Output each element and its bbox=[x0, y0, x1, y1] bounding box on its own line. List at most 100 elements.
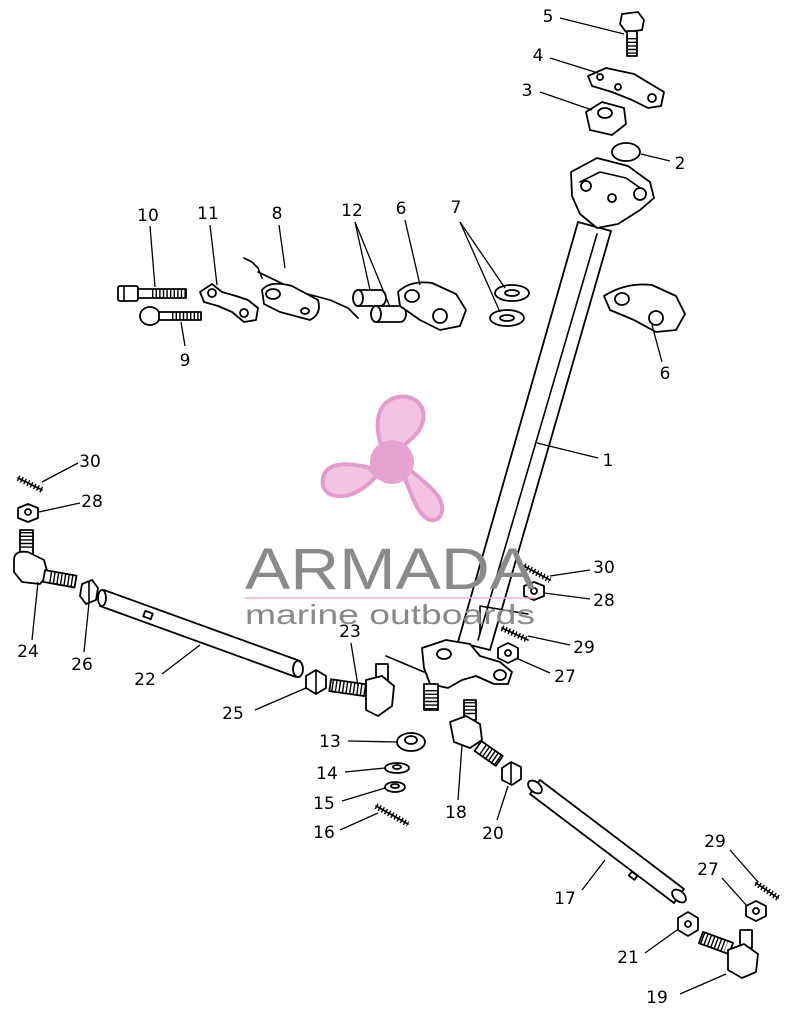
propeller-logo-icon bbox=[320, 394, 445, 523]
part-number-label: 20 bbox=[482, 824, 504, 844]
part-number-label: 23 bbox=[339, 622, 361, 642]
rod-flat bbox=[142, 609, 154, 621]
leader-line bbox=[581, 859, 606, 891]
part-number-label: 12 bbox=[341, 201, 363, 221]
part-clamp-6-left bbox=[397, 281, 467, 331]
propeller-blade bbox=[401, 467, 445, 523]
plate-body bbox=[587, 67, 665, 109]
column-shaft-end bbox=[423, 683, 439, 711]
part-number-label: 1 bbox=[603, 451, 614, 471]
part-lever-8 bbox=[243, 257, 359, 321]
leader-lines bbox=[31, 17, 759, 995]
part-number-label: 24 bbox=[17, 642, 39, 662]
part-number-label: 13 bbox=[319, 732, 341, 752]
part-number-label: 28 bbox=[593, 591, 615, 611]
part-number-labels: 5 4 3 2 10 11 8 12 6 7 9 6 1 30 28 24 26… bbox=[17, 7, 726, 1008]
clamp-body bbox=[603, 283, 686, 333]
clamp-body bbox=[397, 281, 467, 331]
part-number-label: 18 bbox=[445, 803, 467, 823]
leader-line bbox=[209, 224, 218, 286]
part-ball-joint-24 bbox=[13, 529, 78, 589]
part-number-label: 6 bbox=[660, 364, 671, 384]
leader-line bbox=[721, 877, 748, 907]
nut-hole bbox=[684, 920, 692, 928]
yoke-hole bbox=[580, 180, 592, 192]
part-cotter-pin-16 bbox=[374, 803, 410, 827]
part-number-label: 9 bbox=[180, 351, 191, 371]
pin-coil bbox=[16, 475, 44, 493]
block-hole bbox=[597, 107, 613, 119]
part-number-label: 7 bbox=[451, 198, 462, 218]
leader-line bbox=[83, 602, 90, 653]
yoke-edge bbox=[579, 171, 647, 193]
rod-end bbox=[527, 779, 543, 795]
part-number-label: 5 bbox=[543, 7, 554, 27]
part-number-label: 8 bbox=[272, 204, 283, 224]
plate-hole bbox=[596, 73, 604, 81]
pin-coil bbox=[754, 880, 780, 901]
nut-hole bbox=[504, 649, 512, 657]
part-number-label: 10 bbox=[137, 206, 159, 226]
bolt-head bbox=[117, 285, 139, 302]
part-ball-joint-18 bbox=[449, 699, 504, 767]
leader-line bbox=[644, 929, 678, 954]
part-number-label: 25 bbox=[222, 704, 244, 724]
joint-body bbox=[13, 550, 49, 585]
propeller-blade bbox=[320, 462, 379, 499]
lever-hole bbox=[300, 307, 310, 315]
shaft-thread bbox=[699, 932, 729, 953]
washer-hole bbox=[499, 314, 515, 322]
rod-tube bbox=[529, 779, 685, 904]
part-washer-14 bbox=[384, 762, 410, 774]
leader-line bbox=[38, 502, 81, 513]
leader-line bbox=[161, 644, 201, 675]
part-nut-27-lower bbox=[745, 900, 767, 922]
part-bushing-2 bbox=[611, 142, 641, 162]
leader-line bbox=[549, 57, 599, 74]
part-number-label: 27 bbox=[554, 667, 576, 687]
propeller-blade bbox=[375, 394, 426, 451]
plate-hole bbox=[614, 83, 622, 91]
joint-body bbox=[365, 675, 395, 717]
lever-wire bbox=[243, 257, 263, 279]
collar-end bbox=[352, 289, 364, 307]
rod-end bbox=[97, 589, 107, 607]
bolt-head bbox=[139, 306, 161, 326]
part-number-label: 15 bbox=[313, 794, 335, 814]
part-number-label: 28 bbox=[81, 492, 103, 512]
part-ball-joint-23 bbox=[328, 663, 395, 717]
leader-line bbox=[559, 17, 625, 35]
part-tie-rod-22 bbox=[97, 589, 304, 678]
leader-line bbox=[354, 221, 371, 291]
pin-coil bbox=[374, 803, 410, 827]
bracket-hole bbox=[239, 308, 249, 318]
leader-line bbox=[347, 740, 398, 743]
lever-hole bbox=[265, 288, 281, 300]
part-ball-joint-19 bbox=[698, 929, 759, 979]
leader-line bbox=[31, 581, 39, 641]
washer-hole bbox=[504, 289, 520, 297]
propeller-hub bbox=[370, 440, 414, 484]
part-collars-12 bbox=[352, 289, 407, 323]
part-nut-27 bbox=[497, 642, 519, 664]
part-cotter-pin-30-left bbox=[16, 475, 44, 493]
part-clamp-block-3 bbox=[585, 101, 627, 136]
watermark-brand: ARMADA bbox=[245, 537, 535, 602]
leader-line bbox=[459, 221, 506, 289]
pin-coil bbox=[522, 563, 552, 583]
part-nut-28-right bbox=[523, 581, 545, 601]
part-washers-7 bbox=[489, 284, 530, 327]
leader-line bbox=[404, 219, 421, 286]
rod-end bbox=[671, 888, 687, 904]
arm-stop-line bbox=[385, 655, 425, 673]
part-clamp-6-right bbox=[603, 283, 686, 333]
part-number-label: 29 bbox=[704, 832, 726, 852]
part-number-label: 6 bbox=[396, 199, 407, 219]
clamp-hole bbox=[614, 292, 630, 306]
part-washer-13 bbox=[396, 732, 426, 752]
part-nut-15 bbox=[384, 781, 406, 793]
washer-hole bbox=[392, 764, 402, 770]
pin-coil bbox=[500, 625, 530, 643]
